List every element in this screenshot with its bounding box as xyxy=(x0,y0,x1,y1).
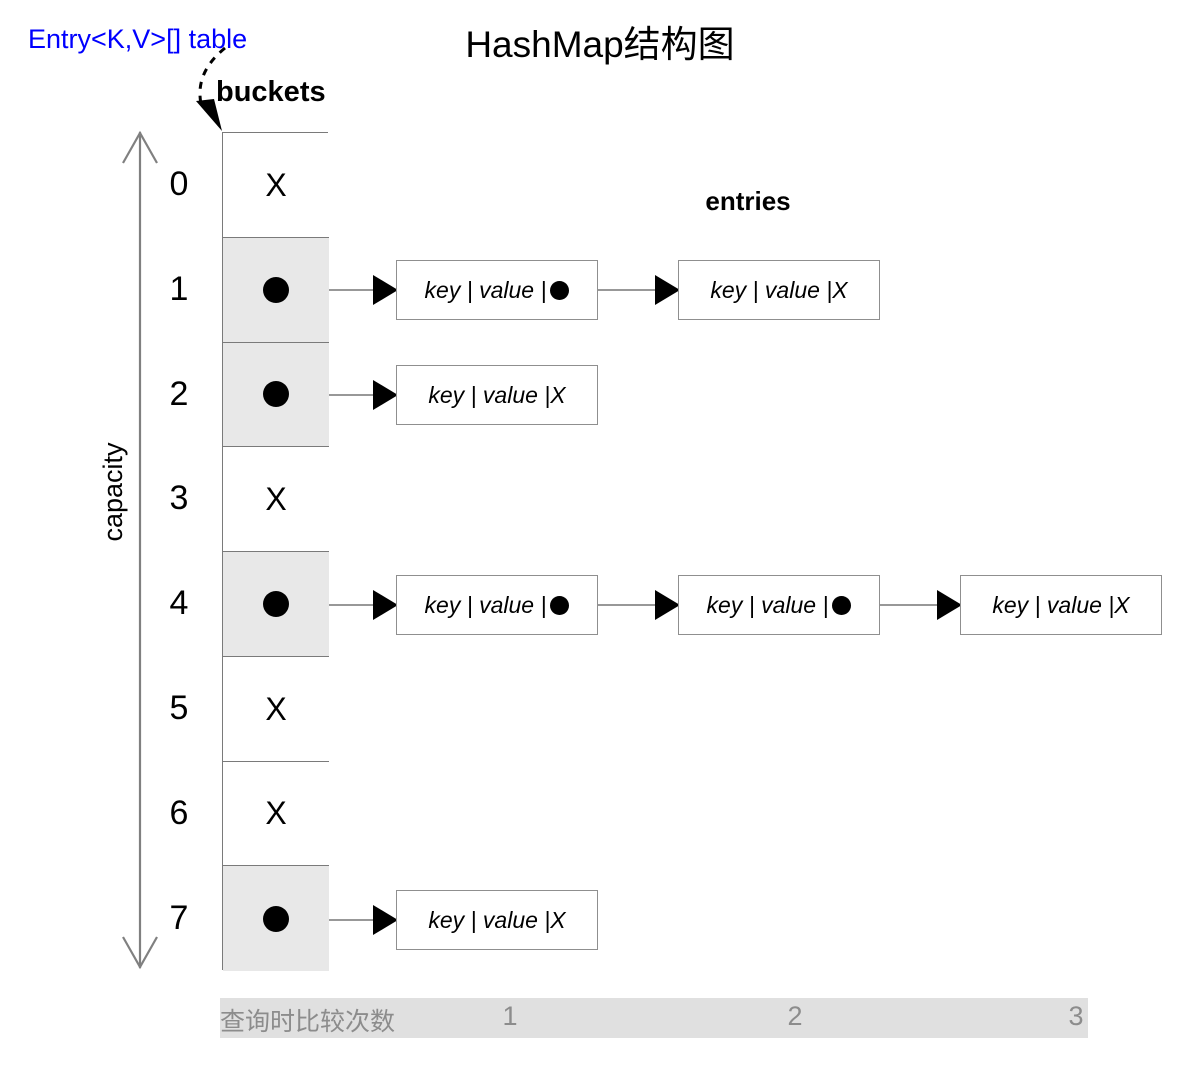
next-pointer-dot-icon xyxy=(550,280,570,300)
dot-icon xyxy=(263,590,289,617)
entry-text: key | value | xyxy=(710,276,833,303)
next-pointer-dot-icon xyxy=(550,595,570,615)
bucket-cell-7[interactable] xyxy=(223,866,329,971)
bucket-index-0: 0 xyxy=(169,165,189,203)
capacity-measure-arrow xyxy=(122,130,158,970)
dot-icon xyxy=(263,905,289,932)
capacity-label: capacity xyxy=(98,442,128,542)
comparison-count-bar: 查询时比较次数 1 2 3 xyxy=(220,998,1088,1038)
connector-row4-entry1-to-entry2 xyxy=(598,590,680,620)
entry-node-row1-col1[interactable]: key | value | xyxy=(396,260,598,320)
entries-label: entries xyxy=(705,186,791,216)
bucket-index-1: 1 xyxy=(169,270,189,308)
next-null-marker: X xyxy=(1114,591,1130,618)
bucket-cell-3[interactable]: X xyxy=(223,447,329,552)
bucket-index-6: 6 xyxy=(169,794,189,832)
entry-table-label: Entry<K,V>[] table xyxy=(28,24,248,54)
entry-text: key | value | xyxy=(706,591,829,618)
bucket-index-2: 2 xyxy=(169,375,189,413)
bucket-cell-6[interactable]: X xyxy=(223,761,329,867)
next-null-marker: X xyxy=(550,906,566,933)
next-null-marker: X xyxy=(550,381,566,408)
bucket-cell-4[interactable] xyxy=(223,552,329,657)
bucket-index-5: 5 xyxy=(169,689,189,727)
null-marker-icon: X xyxy=(265,690,287,727)
comparison-count-2: 2 xyxy=(787,1001,803,1031)
comparison-count-1: 1 xyxy=(502,1001,518,1031)
null-marker-icon: X xyxy=(265,795,287,832)
next-null-marker: X xyxy=(832,276,848,303)
bucket-index-4: 4 xyxy=(169,584,189,622)
page-title: HashMap结构图 xyxy=(465,24,735,65)
bucket-index-3: 3 xyxy=(169,479,189,517)
entry-node-row4-col1[interactable]: key | value | xyxy=(396,575,598,635)
null-marker-icon: X xyxy=(265,481,287,518)
bucket-cell-1[interactable] xyxy=(223,237,329,343)
entry-node-row1-col2[interactable]: key | value | X xyxy=(678,260,880,320)
entry-node-row7-col1[interactable]: key | value | X xyxy=(396,890,598,950)
entry-text: key | value | xyxy=(424,276,547,303)
bucket-index-7: 7 xyxy=(169,899,189,937)
bucket-cell-5[interactable]: X xyxy=(223,656,329,762)
comparison-count-label: 查询时比较次数 xyxy=(220,1008,396,1036)
entry-node-row4-col2[interactable]: key | value | xyxy=(678,575,880,635)
dot-icon xyxy=(263,276,289,303)
buckets-label: buckets xyxy=(216,76,326,108)
dot-icon xyxy=(263,381,289,408)
null-marker-icon: X xyxy=(265,166,287,203)
connector-row1-entry1-to-entry2 xyxy=(598,275,680,305)
entry-text: key | value | xyxy=(428,381,551,408)
bucket-cell-0[interactable]: X xyxy=(223,133,329,238)
entry-node-row2-col1[interactable]: key | value | X xyxy=(396,365,598,425)
entry-node-row4-col3[interactable]: key | value | X xyxy=(960,575,1162,635)
connector-row4-entry2-to-entry3 xyxy=(880,590,962,620)
bucket-array: X X X X xyxy=(222,132,329,971)
next-pointer-dot-icon xyxy=(832,595,852,615)
bucket-cell-2[interactable] xyxy=(223,342,329,448)
table-pointer-arrow xyxy=(196,46,226,131)
comparison-count-3: 3 xyxy=(1068,1001,1084,1031)
entry-text: key | value | xyxy=(428,906,551,933)
entry-text: key | value | xyxy=(424,591,547,618)
entry-text: key | value | xyxy=(992,591,1115,618)
